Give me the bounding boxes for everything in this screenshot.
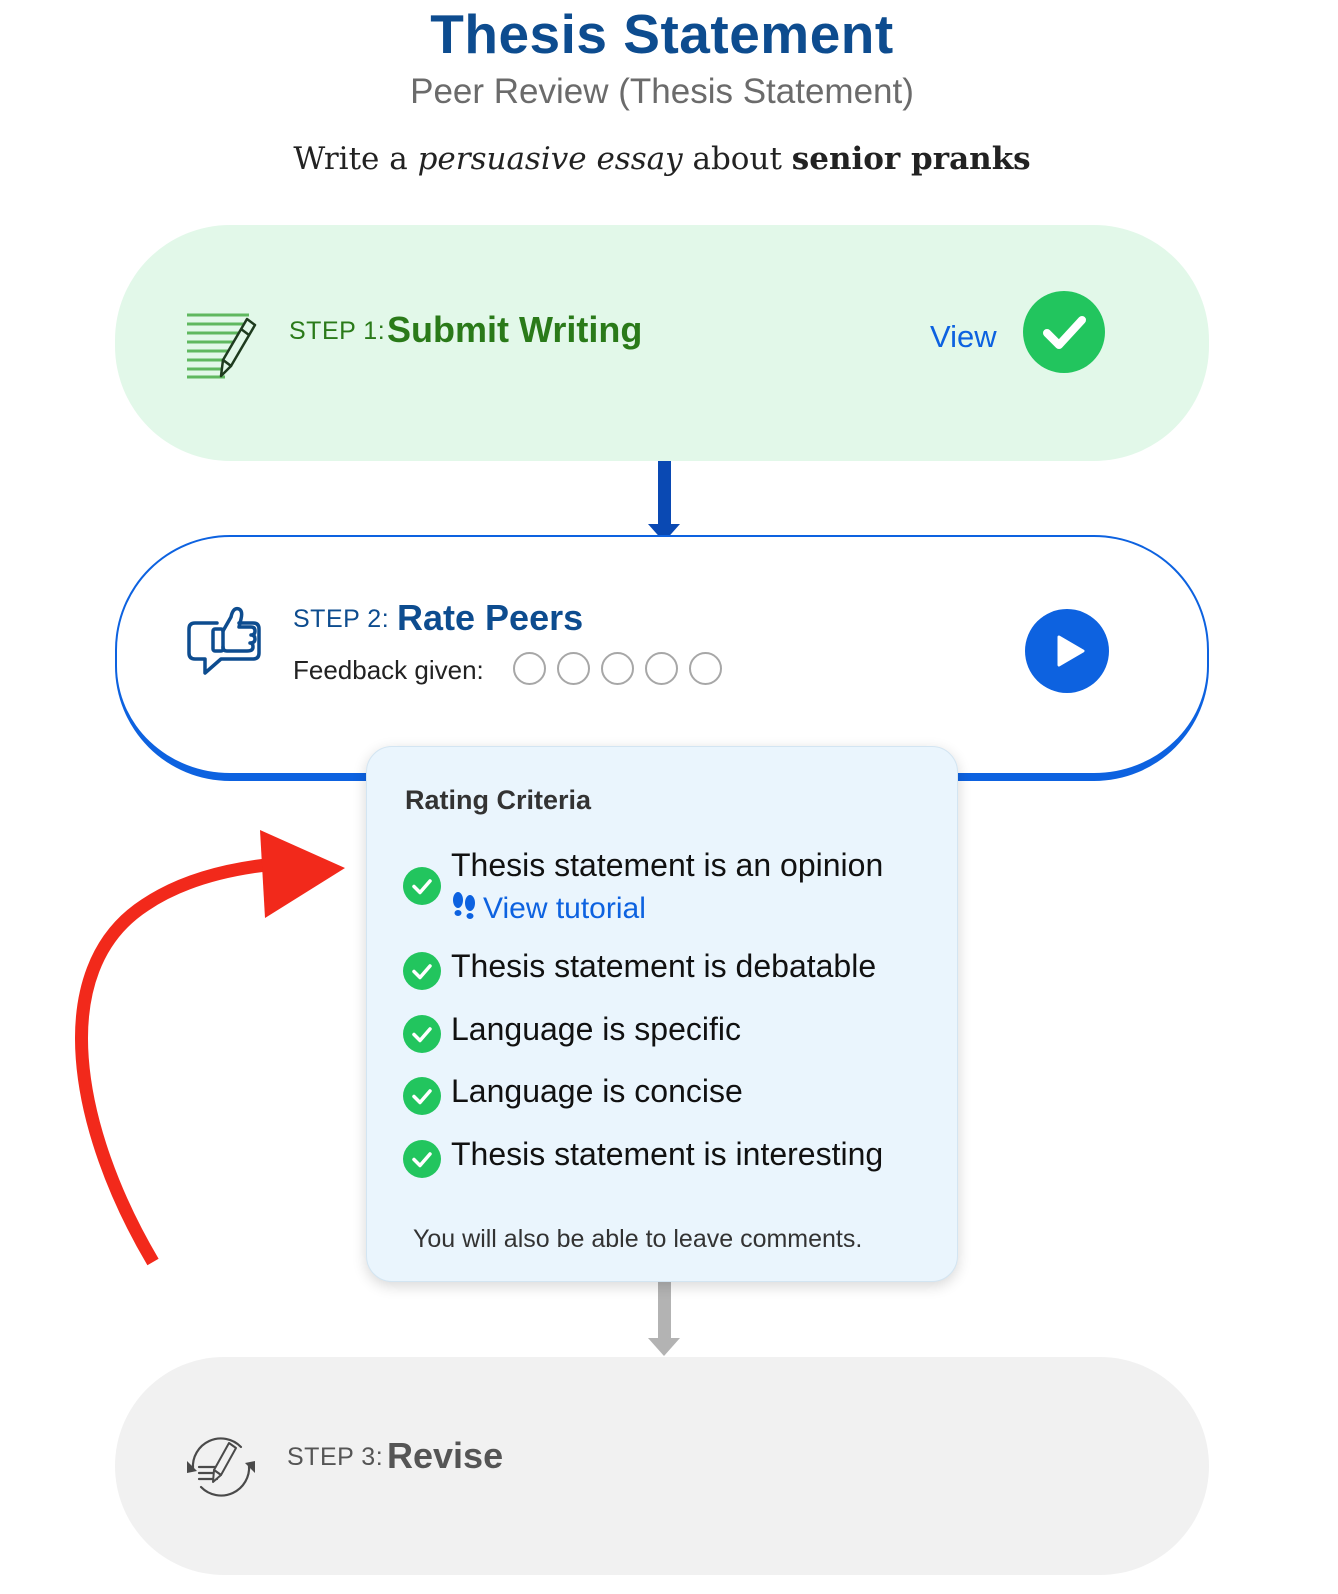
writing-prompt: Write a persuasive essay about senior pr… <box>0 141 1324 177</box>
step1-complete-check-icon <box>1023 291 1105 378</box>
step3-label: STEP 3: <box>287 1443 384 1471</box>
rating-criteria-panel: Rating Criteria Thesis statement is an o… <box>366 746 958 1282</box>
step-connector-2 <box>658 1282 671 1340</box>
view-tutorial-text[interactable]: View tutorial <box>483 892 646 925</box>
page-subtitle: Peer Review (Thesis Statement) <box>410 72 914 111</box>
revise-cycle-icon <box>183 1431 259 1506</box>
prompt-topic: senior pranks <box>791 141 1031 177</box>
feedback-progress <box>513 652 722 685</box>
step2-play-button[interactable] <box>1025 609 1109 698</box>
rating-criteria-title: Rating Criteria <box>405 785 592 815</box>
step2-card: STEP 2: Rate Peers Feedback given: <box>115 535 1209 781</box>
step1-title: Submit Writing <box>387 309 643 350</box>
view-tutorial-link[interactable]: View tutorial <box>451 891 646 926</box>
criteria-item-text: Thesis statement is an opinion <box>451 847 884 883</box>
step2-title: Rate Peers <box>397 597 584 638</box>
criteria-item-text: Language is concise <box>451 1073 743 1109</box>
step-connector-1 <box>658 461 671 525</box>
prompt-prefix: Write a <box>293 141 408 177</box>
criteria-item-text: Thesis statement is interesting <box>451 1136 884 1172</box>
prompt-genre: persuasive essay <box>417 141 683 177</box>
feedback-circle <box>689 652 722 685</box>
red-curved-arrow <box>75 830 345 1266</box>
check-circle-icon <box>403 1140 441 1183</box>
step2-label: STEP 2: <box>293 605 390 633</box>
step3-title: Revise <box>387 1435 504 1476</box>
connector-arrowhead-2 <box>648 1338 680 1356</box>
prompt-middle: about <box>692 141 782 177</box>
step1-view-link[interactable]: View <box>930 319 997 354</box>
comments-note: You will also be able to leave comments. <box>413 1225 863 1253</box>
criteria-item-text: Thesis statement is debatable <box>451 948 877 984</box>
feedback-given-label: Feedback given: <box>293 655 484 685</box>
feedback-circle <box>601 652 634 685</box>
feedback-circle <box>645 652 678 685</box>
check-circle-icon <box>403 867 441 910</box>
thumbs-up-speech-icon <box>187 603 263 682</box>
writing-pencil-icon <box>185 310 260 385</box>
check-circle-icon <box>403 1077 441 1120</box>
check-circle-icon <box>403 952 441 995</box>
step1-card: STEP 1: Submit Writing View <box>115 225 1209 461</box>
feedback-circle <box>513 652 546 685</box>
page-title: Thesis Statement <box>430 3 894 65</box>
step1-label: STEP 1: <box>289 317 386 345</box>
play-icon[interactable] <box>1025 609 1109 693</box>
footsteps-icon <box>453 892 475 919</box>
criteria-item-text: Language is specific <box>451 1011 741 1047</box>
feedback-circle <box>557 652 590 685</box>
step3-card: STEP 3: Revise <box>115 1357 1209 1575</box>
check-circle-icon <box>403 1015 441 1058</box>
